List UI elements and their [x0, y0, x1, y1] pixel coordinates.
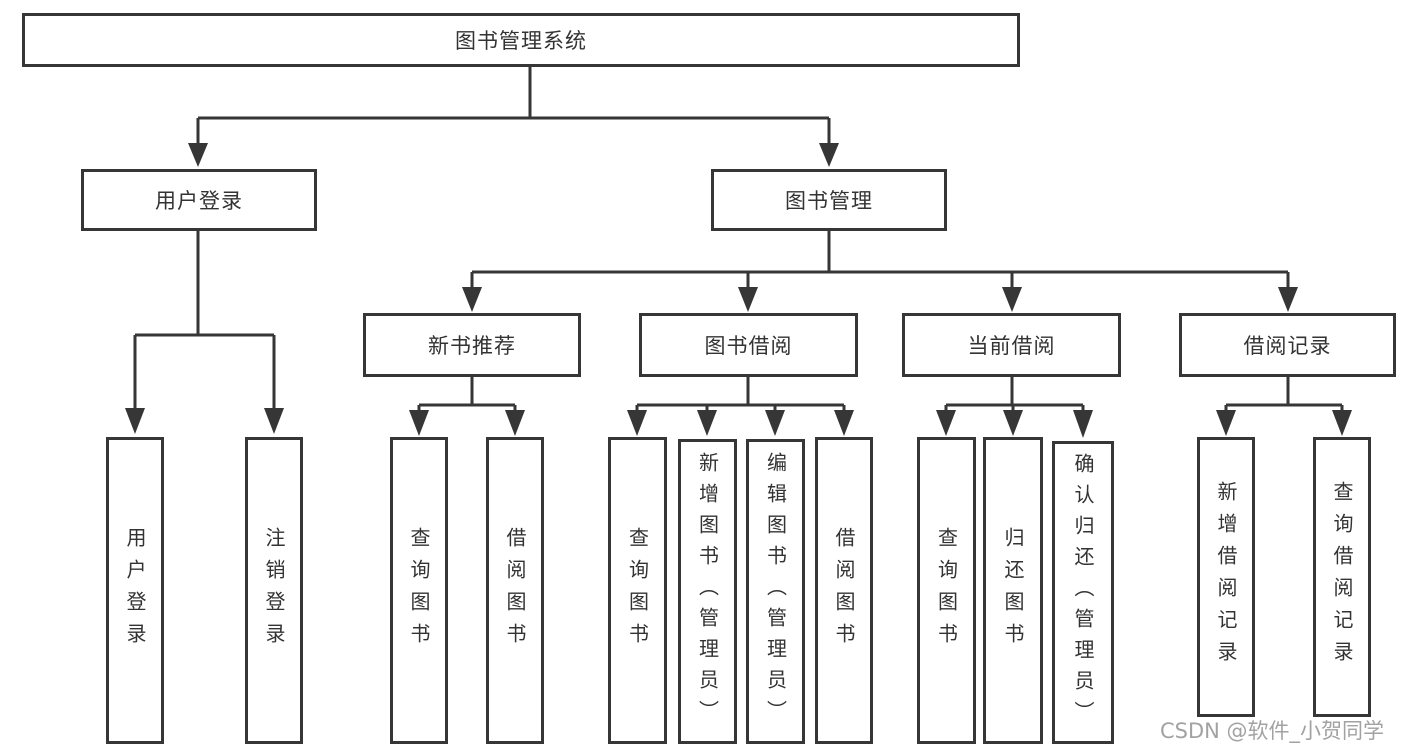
node-label: 新书推荐	[428, 334, 516, 358]
node-book-borrowing: 图书借阅	[639, 313, 858, 377]
node-label: 注销登录	[262, 526, 286, 655]
node-label: 新增借阅记录	[1214, 481, 1238, 673]
leaf-return-book: 归还图书	[983, 437, 1043, 744]
node-user-login-branch: 用户登录	[81, 169, 317, 231]
connector-root-to-level2	[188, 67, 839, 167]
node-borrowing-records: 借阅记录	[1179, 313, 1396, 377]
node-label: 新增图书（管理员）	[695, 452, 720, 731]
node-label: 归还图书	[1001, 526, 1025, 655]
connector-book-management-to-sections	[462, 231, 1298, 312]
leaf-confirm-return-admin: 确认归还（管理员）	[1052, 441, 1114, 744]
node-label: 图书管理系统	[455, 29, 587, 53]
leaf-query-books-2: 查询图书	[608, 437, 667, 744]
node-label: 查询借阅记录	[1330, 481, 1354, 673]
leaf-edit-book-admin: 编辑图书（管理员）	[746, 439, 805, 744]
node-label: 用户登录	[123, 526, 147, 655]
node-label: 查询图书	[934, 526, 959, 655]
watermark: CSDN @软件_小贺同学	[1160, 719, 1385, 743]
node-label: 确认归还（管理员）	[1071, 453, 1095, 732]
connector-new-book-recommend-to-leaves	[409, 377, 525, 436]
connector-user-login-to-leaves	[125, 231, 284, 434]
node-label: 借阅记录	[1243, 334, 1332, 358]
leaf-add-borrow-record: 新增借阅记录	[1197, 437, 1255, 717]
node-label: 编辑图书（管理员）	[763, 452, 788, 731]
node-label: 当前借阅	[967, 334, 1056, 358]
connector-book-borrowing-to-leaves	[627, 377, 854, 436]
leaf-add-book-admin: 新增图书（管理员）	[678, 439, 737, 744]
leaf-logout: 注销登录	[245, 437, 303, 744]
node-current-borrowing: 当前借阅	[902, 313, 1121, 377]
node-label: 借阅图书	[832, 526, 856, 655]
leaf-borrow-books-1: 借阅图书	[486, 437, 544, 744]
node-book-management: 图书管理	[711, 169, 947, 231]
node-label: 查询图书	[625, 526, 650, 655]
node-new-book-recommend: 新书推荐	[363, 313, 581, 377]
node-label: 图书借阅	[704, 334, 793, 358]
leaf-query-books-1: 查询图书	[390, 437, 448, 744]
leaf-user-login: 用户登录	[106, 437, 164, 744]
leaf-borrow-books-2: 借阅图书	[815, 437, 873, 744]
node-label: 借阅图书	[503, 526, 527, 655]
node-label: 图书管理	[785, 189, 873, 213]
connector-borrowing-records-to-leaves	[1216, 377, 1352, 436]
connector-current-borrowing-to-leaves	[936, 377, 1093, 438]
node-label: 查询图书	[407, 526, 431, 655]
node-library-system: 图书管理系统	[22, 13, 1020, 67]
leaf-query-borrow-record: 查询借阅记录	[1313, 437, 1371, 717]
node-label: 用户登录	[155, 189, 243, 213]
leaf-query-books-3: 查询图书	[917, 437, 976, 744]
